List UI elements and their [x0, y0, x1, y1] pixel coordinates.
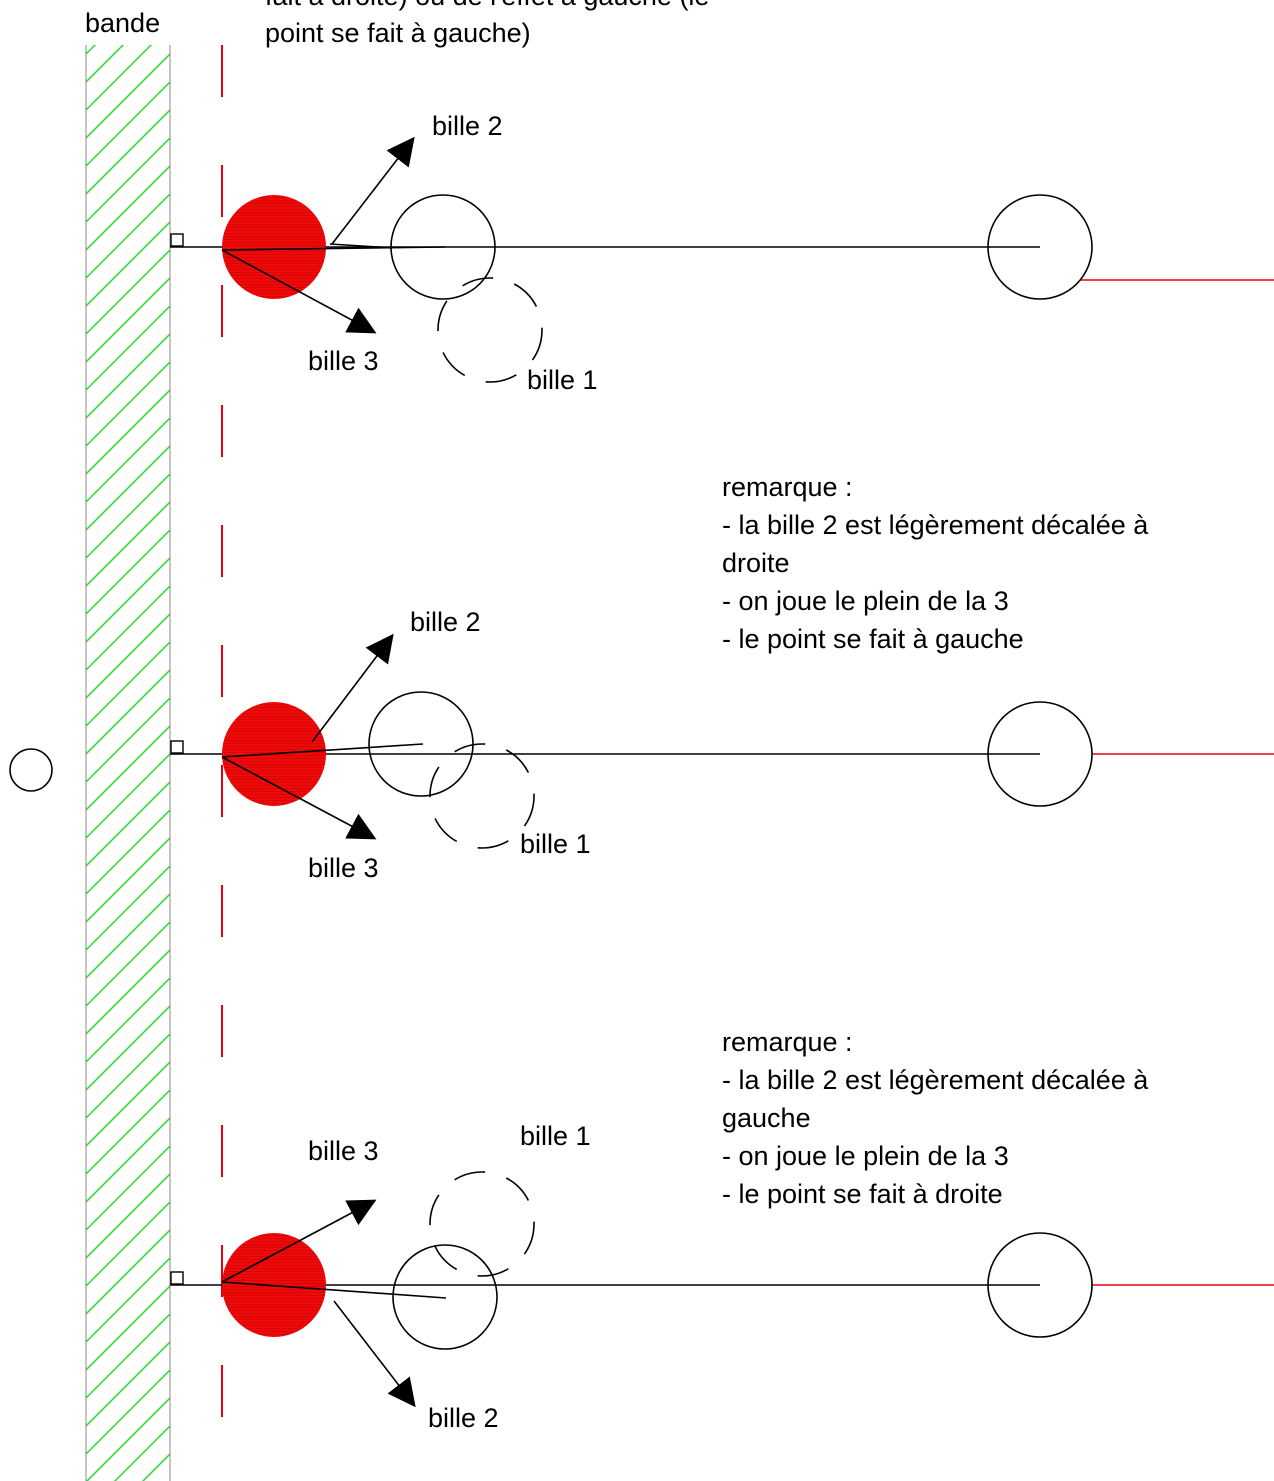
header-line-2: point se fait à gauche) [265, 18, 531, 48]
arrow-ball-3 [221, 756, 377, 840]
far-ball [987, 194, 1093, 300]
far-ball [987, 1232, 1093, 1338]
label-ball-1: bille 1 [527, 365, 598, 395]
remark-line: - on joue le plein de la 3 [722, 586, 1009, 616]
scenario-2: bille 2 bille 3 bille 1 [170, 607, 1274, 883]
remark-line: - on joue le plein de la 3 [722, 1141, 1009, 1171]
cushion-band [86, 45, 170, 1481]
far-ball [987, 701, 1093, 807]
remark-middle: remarque : - la bille 2 est légèrement d… [722, 472, 1149, 654]
ghost-ball-1 [429, 1171, 535, 1277]
deflection-line [329, 243, 393, 249]
label-ball-3: bille 3 [308, 1136, 379, 1166]
arrow-ball-3 [221, 249, 377, 334]
contact-line [221, 246, 446, 251]
arrow-ball-3 [221, 1199, 377, 1283]
label-ball-1: bille 1 [520, 829, 591, 859]
contact-marker [170, 1271, 184, 1285]
cushion-label: bande [85, 8, 160, 38]
ball-2 [392, 1244, 498, 1350]
remark-line: gauche [722, 1103, 811, 1133]
cue-ball [222, 195, 326, 299]
ghost-ball-1 [437, 277, 543, 383]
remark-line: - le point se fait à gauche [722, 624, 1024, 654]
label-ball-3: bille 3 [308, 346, 379, 376]
remark-title: remarque : [722, 472, 853, 502]
label-ball-2: bille 2 [432, 111, 503, 141]
arrow-ball-2 [331, 136, 415, 245]
contact-marker [170, 740, 184, 754]
remark-bottom: remarque : - la bille 2 est légèrement d… [722, 1027, 1149, 1209]
ghost-ball-1 [429, 743, 535, 849]
remark-line: - le point se fait à droite [722, 1179, 1003, 1209]
label-ball-2: bille 2 [428, 1403, 499, 1433]
remark-line: droite [722, 548, 790, 578]
contact-line [221, 743, 424, 758]
remark-title: remarque : [722, 1027, 853, 1057]
arrow-ball-2 [333, 1300, 416, 1408]
contact-marker [170, 233, 184, 247]
remark-line: - la bille 2 est légèrement décalée à [722, 1065, 1149, 1095]
contact-line [221, 1281, 447, 1299]
remark-line: - la bille 2 est légèrement décalée à [722, 510, 1149, 540]
header-line-1: fait à droite) ou de l'effet à gauche (l… [265, 0, 709, 11]
label-ball-1: bille 1 [520, 1121, 591, 1151]
arrow-ball-2 [311, 633, 394, 743]
label-ball-3: bille 3 [308, 853, 379, 883]
reference-ball [9, 748, 53, 792]
scenario-1: bille 2 bille 3 bille 1 [170, 111, 1274, 395]
scenario-3: bille 3 bille 1 bille 2 [170, 1121, 1274, 1433]
label-ball-2: bille 2 [410, 607, 481, 637]
